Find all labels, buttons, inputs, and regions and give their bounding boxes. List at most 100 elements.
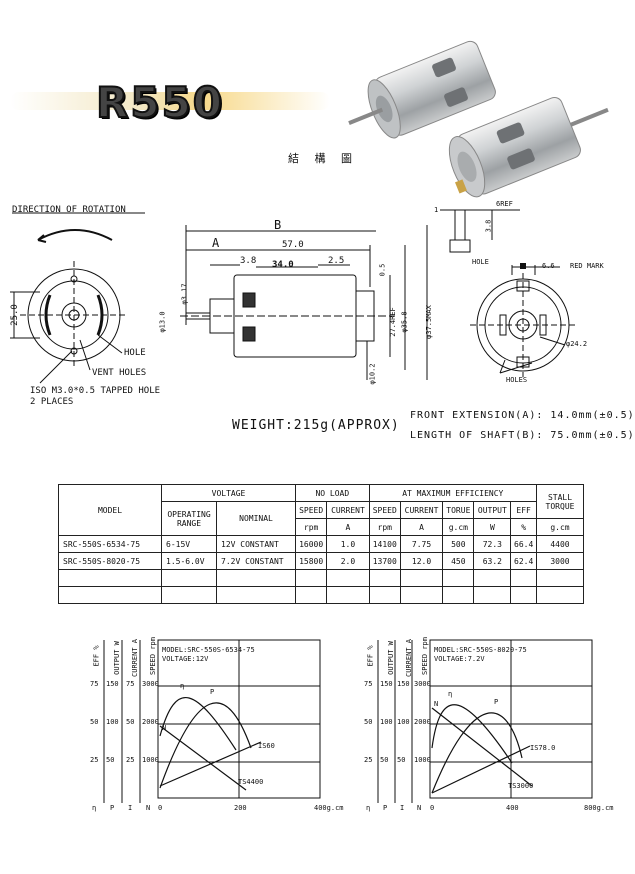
direction-of-rotation-label: DIRECTION OF ROTATION: [12, 205, 126, 215]
header-current: CURRENT: [326, 501, 370, 519]
dim-6ref: 6REF: [496, 200, 513, 208]
header-voltage: VOLTAGE: [161, 484, 296, 502]
unit-w: W: [473, 518, 512, 536]
cell-nl-current: 2.0: [326, 552, 370, 570]
dim-35-8: φ35.8: [400, 311, 409, 333]
graph-1-tick: 2000: [142, 718, 159, 726]
cell-me-speed: 14100: [368, 535, 401, 553]
engineering-drawing: [10, 209, 578, 384]
cell-me-speed: 13700: [368, 552, 401, 570]
cell-me-eff: 66.4: [510, 535, 537, 553]
graph-1-letter: η: [92, 804, 97, 812]
cell-me-current: 12.0: [399, 552, 444, 570]
graph-1-voltage: VOLTAGE:12V: [162, 655, 209, 663]
dim-3-8: 3.8: [240, 256, 257, 266]
graph-2-x-label: 800g.cm: [584, 804, 614, 812]
graph-1-tick: 3000: [142, 680, 159, 688]
dim-2-5: 2.5: [328, 256, 345, 266]
dim-3-8b: 3.8: [484, 219, 493, 233]
graph-1-letter: P: [110, 804, 115, 812]
graph-1-letter: I: [128, 804, 133, 812]
dim-57: 57.0: [282, 240, 304, 250]
graph-1-letter: N: [146, 804, 151, 812]
graph-2-curve-ts: TS3000: [508, 782, 534, 790]
graph-2-tick: 50: [364, 718, 373, 726]
unit-gcm: g.cm: [442, 518, 475, 536]
header-max-eff: AT MAXIMUM EFFICIENCY: [368, 484, 538, 502]
graph-2-voltage: VOLTAGE:7.2V: [434, 655, 485, 663]
graph-2-curve-eta: η: [448, 690, 453, 698]
graph-2-tick: 50: [397, 756, 406, 764]
graph-1-tick: 50: [126, 718, 135, 726]
cell-me-output: 63.2: [473, 552, 512, 570]
cell-model: SRC-550S-6534-75: [58, 535, 162, 553]
dim-10-2: φ10.2: [368, 363, 377, 385]
graph-2-tick: 3000: [414, 680, 431, 688]
cell-nl-speed: 15800: [294, 552, 328, 570]
graph-1-tick: 50: [90, 718, 99, 726]
graph-1-curve-ts: TS4400: [238, 778, 264, 786]
graph-1-tick: 75: [126, 680, 135, 688]
cell-model: SRC-550S-8020-75: [58, 552, 162, 570]
header-no-load: NO LOAD: [295, 484, 370, 502]
graph-2-axis-eff: EFF %: [366, 645, 375, 667]
graph-1-curve-p: P: [210, 688, 215, 696]
graph-2-model: MODEL:SRC-550S-8020-75: [434, 646, 527, 654]
cell-stall: 4400: [536, 535, 584, 553]
dim-6-6: 6.6: [542, 262, 555, 270]
title-glow: [10, 92, 330, 110]
performance-graph-1: [103, 639, 321, 803]
table-row: SRC-550S-6534-75 6-15V 12V CONSTANT 1600…: [58, 535, 584, 553]
graph-1-curve-eta: η: [180, 682, 185, 690]
cell-me-output: 72.3: [473, 535, 512, 553]
dim-24-2: φ24.2: [566, 340, 588, 348]
dim-a: A: [212, 236, 220, 250]
graph-2-axis-current: CURRENT A: [404, 639, 413, 677]
graph-1-tick: 100: [106, 718, 119, 726]
graph-1-text: MODEL:SRC-550S-6534-75 VOLTAGE:12V EFF %…: [86, 637, 344, 818]
page-title: R550: [95, 77, 225, 128]
cell-range: 6-15V: [161, 535, 217, 553]
graph-1-axis-output: OUTPUT W: [112, 641, 121, 675]
unit-rpm-2: rpm: [368, 518, 401, 536]
header-eff: EFF: [510, 501, 537, 519]
graph-2-tick: 1000: [414, 756, 431, 764]
graph-1-axis-current: CURRENT A: [130, 639, 139, 677]
graph-2-axis-output: OUTPUT W: [386, 641, 395, 675]
dim-37-5: φ37.5MAX: [424, 305, 433, 339]
dim-27-4: 27.4REF: [388, 307, 397, 337]
spec-table: MODEL VOLTAGE NO LOAD AT MAXIMUM EFFICIE…: [58, 484, 584, 604]
shaft-length-label: LENGTH OF SHAFT(B): 75.0mm(±0.5): [410, 430, 635, 441]
red-mark-label: RED MARK: [570, 262, 604, 270]
header-nominal: NOMINAL: [216, 501, 296, 536]
graph-2-letter: I: [400, 804, 405, 812]
header-model: MODEL: [58, 484, 162, 536]
graph-2-tick: 150: [397, 680, 410, 688]
graph-2-axis-speed: SPEED rpm: [420, 637, 429, 675]
table-row-empty: [58, 586, 584, 604]
header-speed-2: SPEED: [368, 501, 401, 519]
places-label: 2 PLACES: [30, 397, 74, 407]
header-output: OUTPUT: [473, 501, 512, 519]
dim-34: 34.0: [272, 260, 294, 270]
graph-1-tick: 150: [106, 680, 119, 688]
header-speed: SPEED: [294, 501, 328, 519]
graph-1-axis-speed: SPEED rpm: [148, 637, 157, 675]
motor-photo: [348, 40, 609, 198]
graph-2-letter: P: [383, 804, 388, 812]
graph-2-tick: 100: [380, 718, 393, 726]
dim-0-5: 0.5: [378, 263, 387, 277]
graph-2-text: MODEL:SRC-550S-8020-75 VOLTAGE:7.2V EFF …: [362, 637, 614, 818]
graph-2-curve-n: N: [434, 700, 439, 708]
tapped-hole-label: ISO M3.0*0.5 TAPPED HOLE: [30, 386, 161, 396]
table-row: SRC-550S-8020-75 1.5-6.0V 7.2V CONSTANT …: [58, 552, 584, 570]
graph-2-letter: N: [417, 804, 422, 812]
performance-graph-2: [377, 639, 593, 803]
graph-2-x-label: 0: [430, 804, 435, 812]
graph-2-curve-p: P: [494, 698, 499, 706]
graph-1-tick: 50: [106, 756, 115, 764]
graph-2-letter: η: [366, 804, 371, 812]
graph-1-tick: 25: [126, 756, 135, 764]
graph-2-tick: 150: [380, 680, 393, 688]
